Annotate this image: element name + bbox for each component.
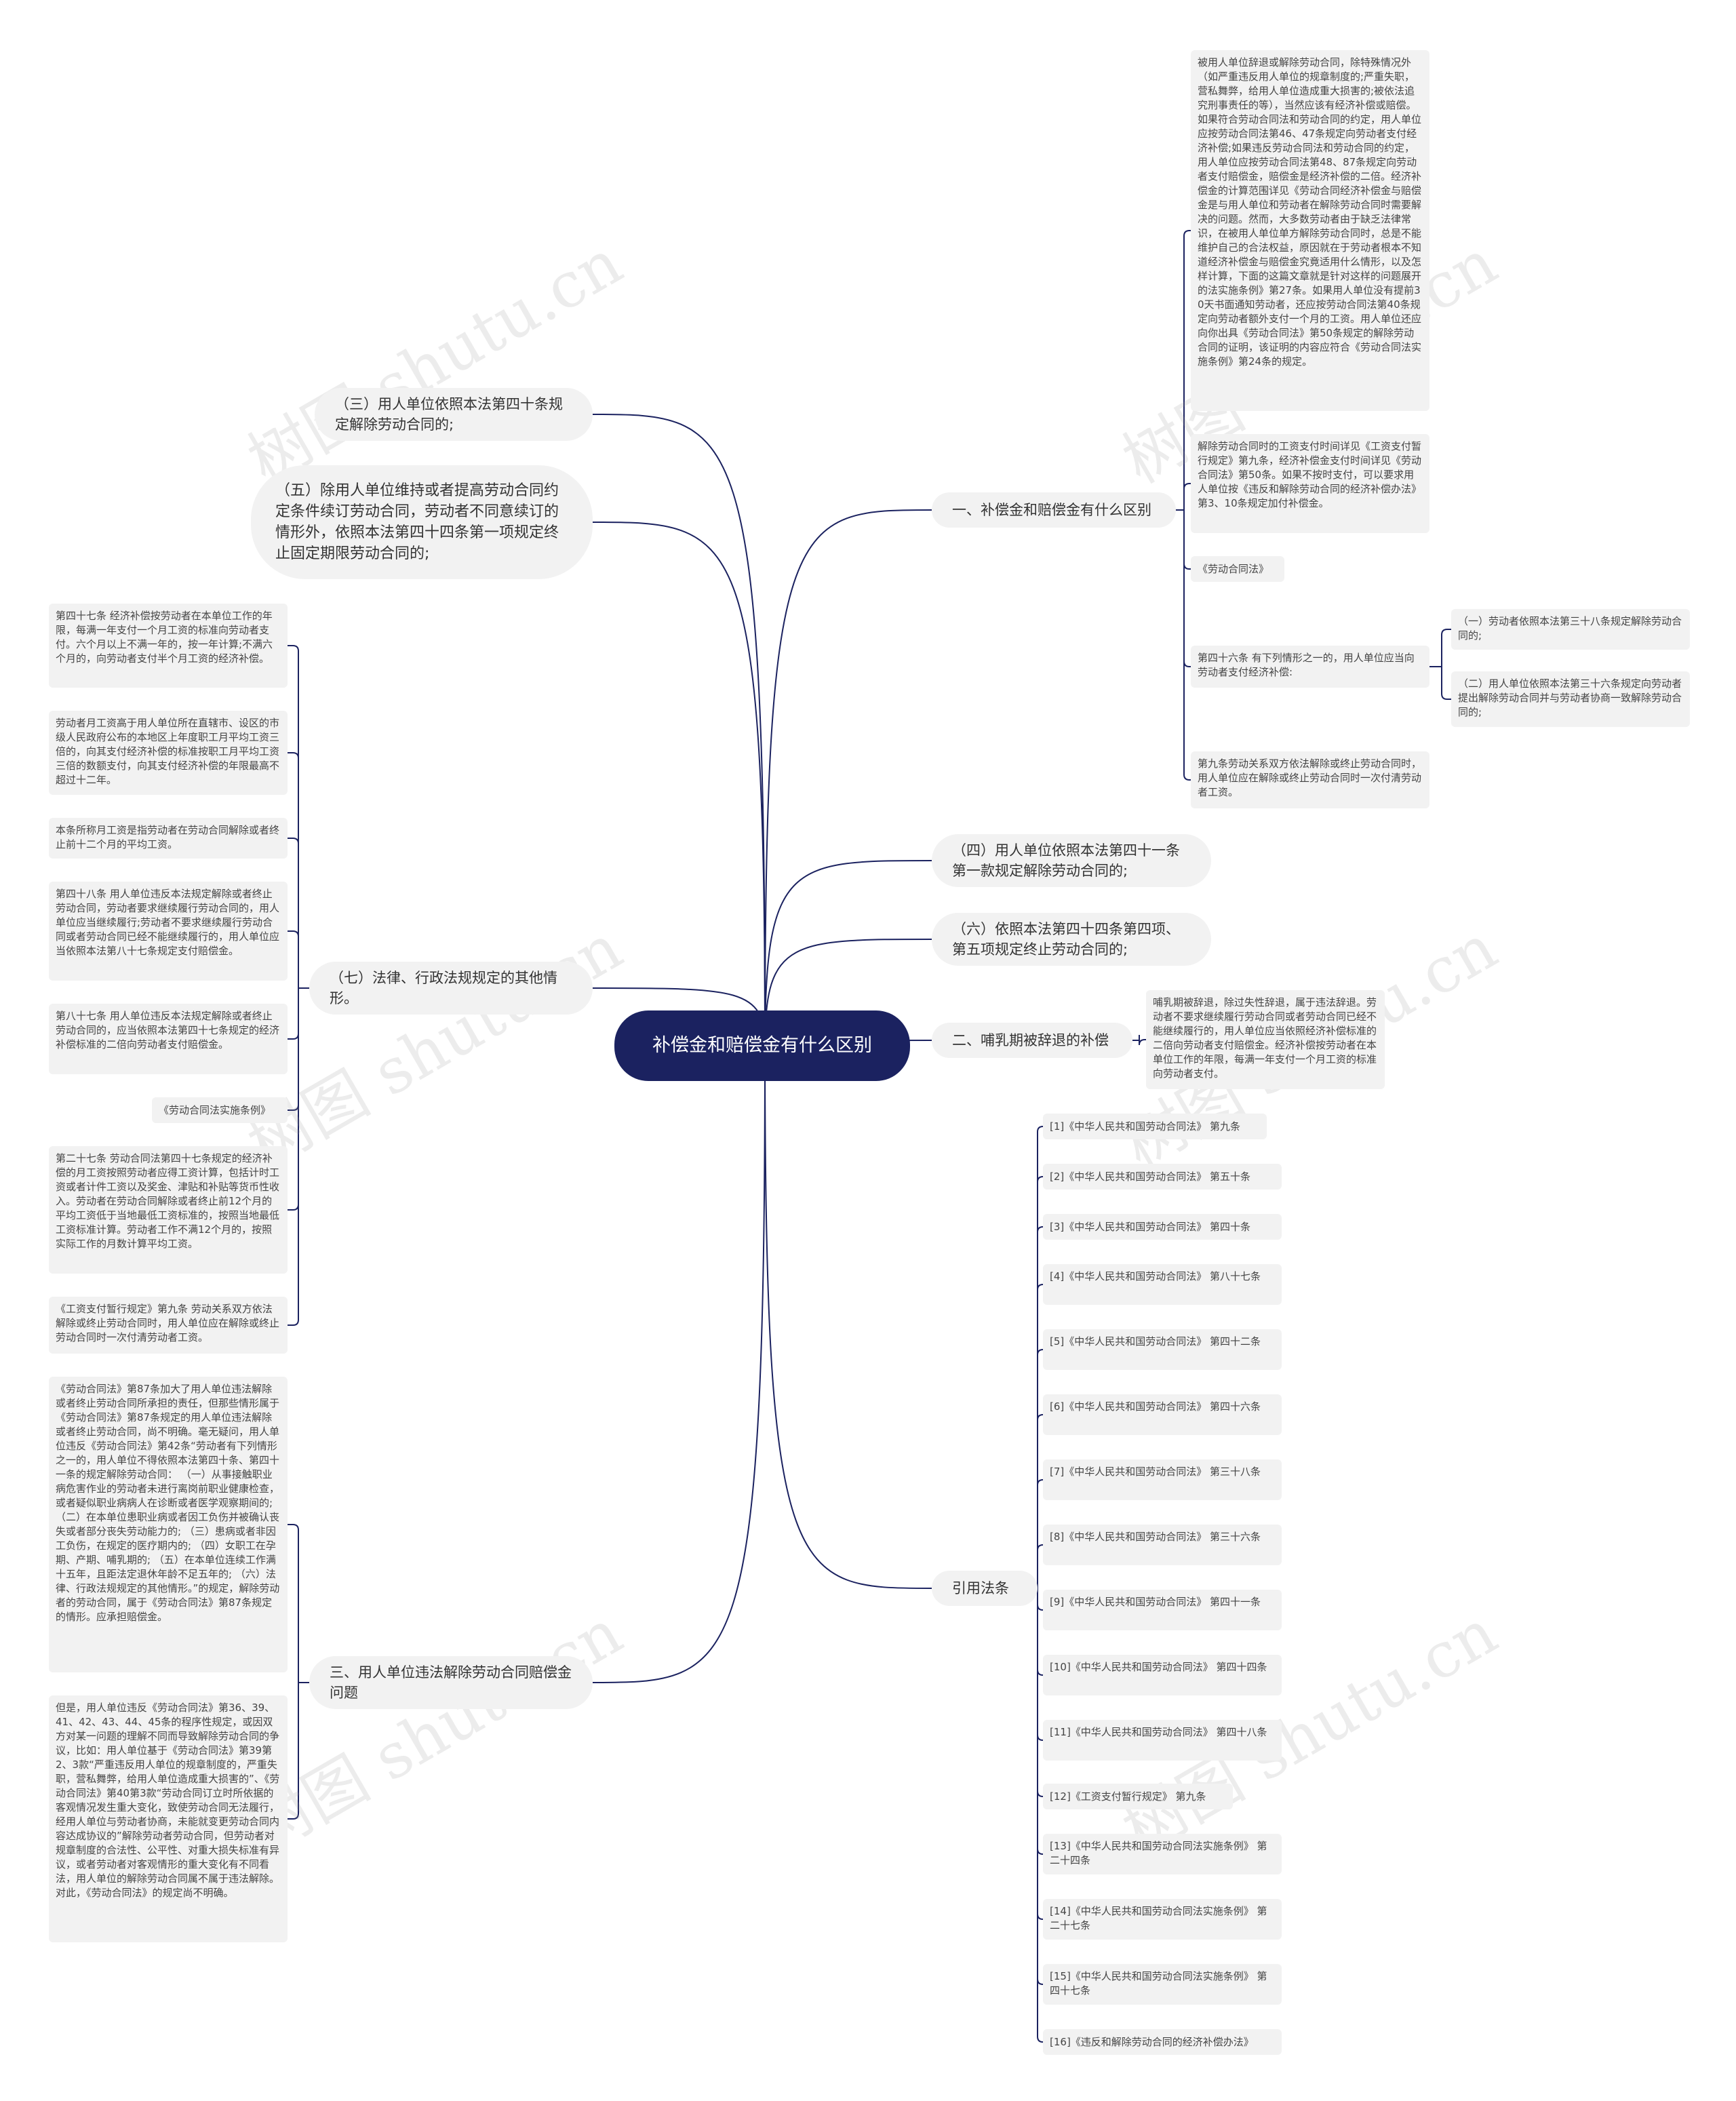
connector (764, 1045, 932, 1589)
connector (288, 1204, 299, 1211)
leaf-article9: 第九条劳动关系双方依法解除或终止劳动合同时，用人单位应在解除或终止劳动合同时一次… (1191, 751, 1429, 808)
connector (1183, 230, 1191, 237)
connector (1037, 1284, 1044, 1291)
connector (288, 1319, 299, 1326)
connector (592, 1045, 766, 1683)
connector (1037, 1126, 1044, 1133)
ref-item[interactable]: [10]《中华人民共和国劳动合同法》 第四十四条 (1043, 1655, 1282, 1695)
ref-item[interactable]: [1]《中华人民共和国劳动合同法》 第九条 (1043, 1114, 1267, 1139)
leaf-procedural-violation-analysis: 但是，用人单位违反《劳动合同法》第36、39、41、42、43、44、45条的程… (49, 1695, 288, 1942)
leaf-article87: 第八十七条 用人单位违反本法规定解除或者终止劳动合同的，应当依照本法第四十七条规… (49, 1004, 288, 1074)
connector (764, 860, 932, 1046)
connector (1037, 1790, 1044, 1797)
leaf-high-wage-cap: 劳动者月工资高于用人单位所在直辖市、设区的市级人民政府公布的本地区上年度职工月平… (49, 711, 288, 795)
connector (1037, 1414, 1044, 1421)
branch-fixed-term-expiry[interactable]: （五）除用人单位维持或者提高劳动合同约定条件续订劳动合同，劳动者不同意续订的情形… (251, 465, 593, 579)
ref-item[interactable]: [15]《中华人民共和国劳动合同法实施条例》 第四十七条 (1043, 1964, 1282, 2005)
connector (288, 1033, 299, 1040)
branch-other-statutory-cases[interactable]: （七）法律、行政法规规定的其他情形。 (309, 962, 593, 1015)
leaf-regulation-article27: 第二十七条 劳动合同法第四十七条规定的经济补偿的月工资按照劳动者应得工资计算，包… (49, 1146, 288, 1274)
leaf-dismissal-compensation-explanation: 被用人单位辞退或解除劳动合同，除特殊情况外（如严重违反用人单位的规章制度的;严重… (1191, 50, 1429, 411)
ref-item[interactable]: [7]《中华人民共和国劳动合同法》 第三十八条 (1043, 1459, 1282, 1500)
branch-illegal-dismissal-compensation[interactable]: 三、用人单位违法解除劳动合同赔偿金问题 (309, 1656, 593, 1709)
leaf-article46-item1: （一）劳动者依照本法第三十八条规定解除劳动合同的; (1451, 609, 1690, 650)
connector (1037, 2036, 1044, 2043)
connector (1037, 1848, 1044, 1855)
ref-item[interactable]: [2]《中华人民共和国劳动合同法》 第五十条 (1043, 1164, 1282, 1190)
connector (1139, 1039, 1146, 1046)
connector (1441, 693, 1451, 700)
connector (1441, 629, 1451, 635)
ref-item[interactable]: [11]《中华人民共和国劳动合同法》 第四十八条 (1043, 1720, 1282, 1761)
connector (288, 645, 299, 652)
ref-item[interactable]: [3]《中华人民共和国劳动合同法》 第四十条 (1043, 1214, 1282, 1240)
connector (1183, 661, 1191, 667)
branch-article44-termination[interactable]: （六）依照本法第四十四条第四项、第五项规定终止劳动合同的; (932, 913, 1211, 966)
ref-item[interactable]: [12]《工资支付暂行规定》 第九条 (1043, 1784, 1233, 1809)
connector (1037, 1669, 1044, 1676)
branch-breastfeeding-dismissal[interactable]: 二、哺乳期被辞退的补偿 (932, 1023, 1132, 1058)
connector (764, 939, 932, 1046)
connector (764, 509, 932, 1046)
leaf-article47: 第四十七条 经济补偿按劳动者在本单位工作的年限，每满一年支付一个月工资的标准向劳… (49, 604, 288, 688)
ref-item[interactable]: [4]《中华人民共和国劳动合同法》 第八十七条 (1043, 1264, 1282, 1305)
ref-item[interactable]: [13]《中华人民共和国劳动合同法实施条例》 第二十四条 (1043, 1834, 1282, 1874)
connector (592, 414, 766, 1046)
leaf-article46: 第四十六条 有下列情形之一的，用人单位应当向劳动者支付经济补偿: (1191, 646, 1429, 688)
root-topic[interactable]: 补偿金和赔偿金有什么区别 (614, 1010, 910, 1081)
ref-item[interactable]: [6]《中华人民共和国劳动合同法》 第四十六条 (1043, 1394, 1282, 1435)
ref-item[interactable]: [16]《违反和解除劳动合同的经济补偿办法》 (1043, 2029, 1282, 2055)
connector (288, 930, 299, 937)
leaf-labor-contract-law: 《劳动合同法》 (1191, 556, 1284, 582)
ref-item[interactable]: [14]《中华人民共和国劳动合同法实施条例》 第二十七条 (1043, 1899, 1282, 1940)
connector (1183, 774, 1191, 781)
connector (1037, 1544, 1044, 1551)
connector (1037, 1176, 1044, 1183)
leaf-wage-payment-article9: 《工资支付暂行规定》第九条 劳动关系双方依法解除或终止劳动合同时，用人单位应在解… (49, 1297, 288, 1354)
connector (1183, 483, 1191, 490)
leaf-monthly-wage-definition: 本条所称月工资是指劳动者在劳动合同解除或者终止前十二个月的平均工资。 (49, 818, 288, 859)
connector (1037, 1913, 1044, 1920)
connector (288, 1524, 299, 1531)
branch-article41-dismissal[interactable]: （四）用人单位依照本法第四十一条第一款规定解除劳动合同的; (932, 834, 1211, 887)
connector (288, 1813, 299, 1820)
connector (288, 752, 299, 759)
ref-item[interactable]: [5]《中华人民共和国劳动合同法》 第四十二条 (1043, 1329, 1282, 1370)
leaf-article87-analysis: 《劳动合同法》第87条加大了用人单位违法解除或者终止劳动合同所承担的责任，但那些… (49, 1377, 288, 1672)
connector (1037, 1479, 1044, 1486)
leaf-article46-item2: （二）用人单位依照本法第三十六条规定向劳动者提出解除劳动合同并与劳动者协商一致解… (1451, 671, 1690, 727)
connector (1183, 563, 1191, 570)
leaf-breastfeeding-explanation: 哺乳期被辞退，除过失性辞退，属于违法辞退。劳动者不要求继续履行劳动合同或者劳动合… (1146, 990, 1385, 1089)
connector (1037, 1734, 1044, 1741)
branch-cited-laws[interactable]: 引用法条 (932, 1571, 1038, 1606)
branch-article40-dismissal[interactable]: （三）用人单位依照本法第四十条规定解除劳动合同的; (315, 388, 593, 441)
leaf-implementing-regulations: 《劳动合同法实施条例》 (152, 1097, 288, 1123)
connector (1037, 1349, 1044, 1356)
leaf-article48: 第四十八条 用人单位违反本法规定解除或者终止劳动合同，劳动者要求继续履行劳动合同… (49, 882, 288, 981)
leaf-payment-timing: 解除劳动合同时的工资支付时间详见《工资支付暂行规定》第九条，经济补偿金支付时间详… (1191, 434, 1429, 533)
connector (288, 1104, 299, 1111)
connector (1037, 1604, 1044, 1611)
connector (1037, 1226, 1044, 1233)
connector (288, 838, 299, 844)
ref-item[interactable]: [8]《中华人民共和国劳动合同法》 第三十六条 (1043, 1525, 1282, 1565)
connector (592, 522, 766, 1046)
connector (1037, 1978, 1044, 1985)
ref-item[interactable]: [9]《中华人民共和国劳动合同法》 第四十一条 (1043, 1590, 1282, 1630)
branch-compensation-vs-damages[interactable]: 一、补偿金和赔偿金有什么区别 (932, 492, 1176, 528)
